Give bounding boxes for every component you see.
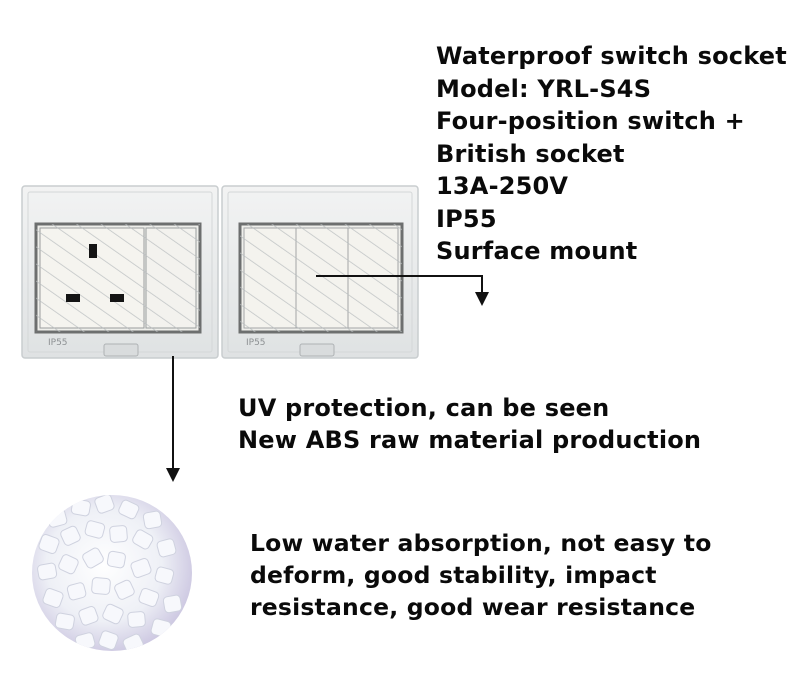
spec-model: Model: YRL-S4S xyxy=(436,74,652,103)
material-note-line: UV protection, can be seen xyxy=(238,394,610,422)
socket-holes xyxy=(66,244,124,302)
socket-ip-label: IP55 xyxy=(48,338,68,348)
feature-line: deform, good stability, impact xyxy=(250,561,657,589)
spec-mount: Surface mount xyxy=(436,237,638,265)
material-note: UV protection, can be seen New ABS raw m… xyxy=(238,393,701,456)
spec-socket-type: British socket xyxy=(436,139,625,168)
material-features: Low water absorption, not easy to deform… xyxy=(250,527,712,623)
spec-title: Waterproof switch socket xyxy=(436,42,787,70)
spec-switch-type: Four-position switch + xyxy=(436,107,745,135)
socket-module: IP55 xyxy=(21,185,219,359)
material-note-line: New ABS raw material production xyxy=(238,425,702,454)
feature-line: resistance, good wear resistance xyxy=(250,593,696,621)
spec-rating: 13A-250V xyxy=(436,172,569,200)
spec-ip-rating: IP55 xyxy=(436,204,497,233)
product-specs: Waterproof switch socket Model: YRL-S4S … xyxy=(436,40,787,268)
switch-ip-label: IP55 xyxy=(246,338,266,348)
feature-line: Low water absorption, not easy to xyxy=(250,529,712,557)
